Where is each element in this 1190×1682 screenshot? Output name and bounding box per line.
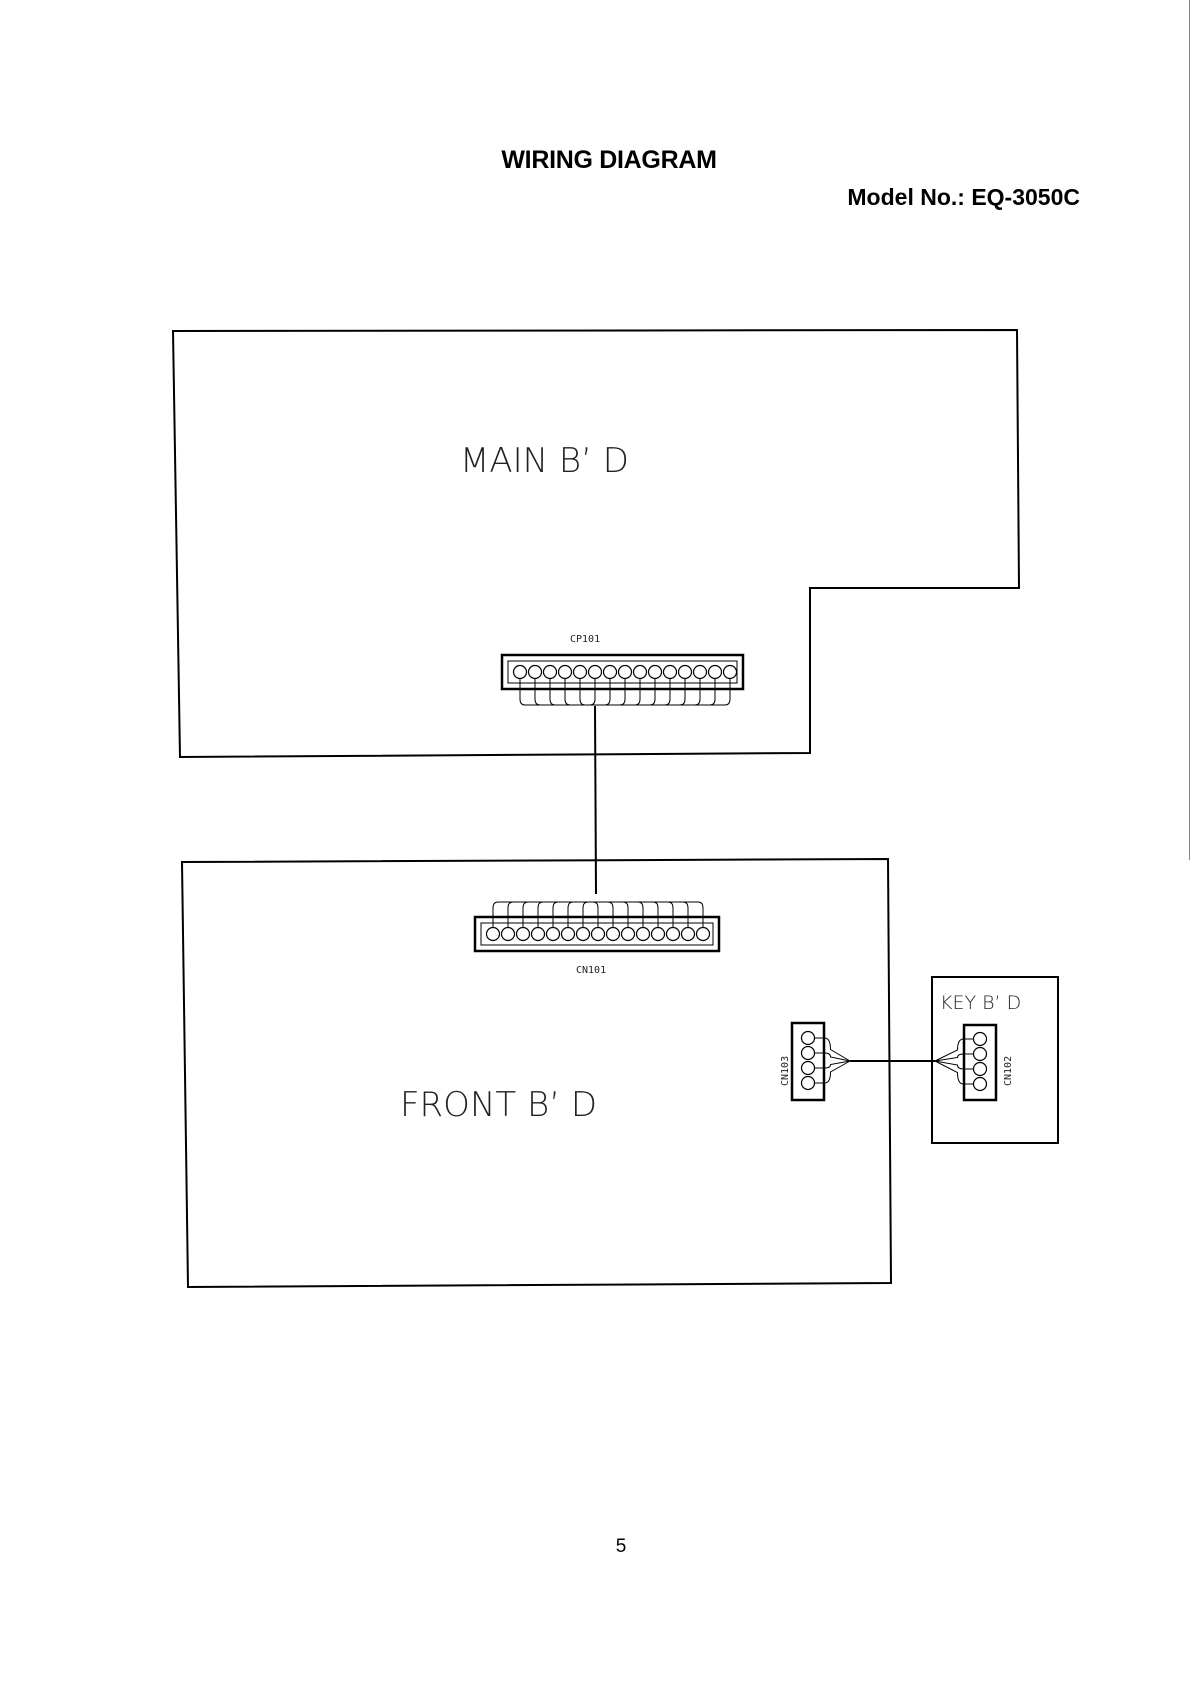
connector-wire — [580, 679, 595, 706]
connector-pin — [607, 928, 620, 941]
connector-pin — [634, 666, 647, 679]
connector-wire — [596, 902, 643, 928]
connector-pin — [664, 666, 677, 679]
connector-pin — [974, 1078, 987, 1091]
connector-pin — [514, 666, 527, 679]
connector-pin — [724, 666, 737, 679]
cn101-wires — [493, 902, 703, 928]
connector-pin — [547, 928, 560, 941]
connector-pin — [532, 928, 545, 941]
connector-wire — [595, 679, 640, 706]
connector-pin — [559, 666, 572, 679]
connector-pin — [529, 666, 542, 679]
key-board-label: KEY B’ D — [940, 992, 1021, 1014]
cp101-connector — [502, 655, 743, 705]
main-front-cable — [595, 706, 596, 894]
connector-pin — [974, 1063, 987, 1076]
connector-wire — [520, 679, 595, 706]
connector-wire — [596, 902, 613, 928]
connector-pin — [652, 928, 665, 941]
cn102-label: CN102 — [1003, 1056, 1014, 1086]
cn103-wires — [815, 1038, 851, 1083]
connector-pin — [592, 928, 605, 941]
connector-wire — [596, 902, 673, 928]
cp101-pins — [514, 666, 737, 679]
cn101-pins — [487, 928, 710, 941]
connector-pin — [649, 666, 662, 679]
connector-pin — [667, 928, 680, 941]
connector-pin — [544, 666, 557, 679]
cn101-housing — [475, 917, 719, 951]
cn103-connector — [792, 1023, 850, 1100]
connector-pin — [679, 666, 692, 679]
cn101-inner — [481, 923, 713, 945]
connector-pin — [574, 666, 587, 679]
cn102-wires — [935, 1039, 974, 1084]
connector-wire — [595, 679, 700, 706]
connector-pin — [802, 1032, 815, 1045]
page-number: 5 — [0, 1536, 1190, 1558]
cn103-pins — [802, 1032, 815, 1090]
connector-pin — [694, 666, 707, 679]
connector-pin — [802, 1077, 815, 1090]
cn102-pins — [974, 1033, 987, 1091]
connector-wire — [596, 902, 703, 928]
connector-wire — [553, 902, 596, 928]
connector-wire — [583, 902, 596, 928]
connector-wire — [815, 1053, 851, 1061]
connector-pin — [562, 928, 575, 941]
connector-pin — [577, 928, 590, 941]
connector-wire — [596, 902, 628, 928]
connector-wire — [935, 1061, 974, 1069]
connector-pin — [802, 1062, 815, 1075]
cp101-inner — [508, 661, 737, 683]
connector-wire — [568, 902, 596, 928]
connector-wire — [523, 902, 596, 928]
cn101-label: CN101 — [576, 965, 606, 976]
connector-wire — [596, 902, 658, 928]
connector-pin — [974, 1033, 987, 1046]
connector-wire — [935, 1054, 974, 1061]
connector-pin — [619, 666, 632, 679]
connector-pin — [637, 928, 650, 941]
connector-pin — [682, 928, 695, 941]
cn102-connector — [935, 1025, 996, 1100]
main-board-outline — [173, 330, 1019, 757]
connector-wire — [595, 679, 730, 706]
front-board-label: FRONT B’ D — [400, 1085, 597, 1125]
connector-pin — [487, 928, 500, 941]
connector-wire — [596, 902, 688, 928]
connector-pin — [709, 666, 722, 679]
cp101-wires — [520, 679, 730, 706]
connector-pin — [589, 666, 602, 679]
connector-wire — [550, 679, 595, 706]
connector-pin — [974, 1048, 987, 1061]
connector-wire — [593, 902, 598, 928]
connector-pin — [697, 928, 710, 941]
connector-wire — [538, 902, 596, 928]
cn101-connector — [475, 902, 719, 951]
connector-pin — [502, 928, 515, 941]
connector-wire — [590, 679, 595, 706]
main-board-label: MAIN B’ D — [460, 441, 629, 481]
connector-pin — [802, 1047, 815, 1060]
connector-pin — [517, 928, 530, 941]
cn103-label: CN103 — [780, 1056, 791, 1086]
connector-wire — [595, 679, 610, 706]
connector-wire — [595, 679, 670, 706]
cp101-label: CP101 — [570, 634, 600, 645]
connector-pin — [622, 928, 635, 941]
connector-pin — [604, 666, 617, 679]
